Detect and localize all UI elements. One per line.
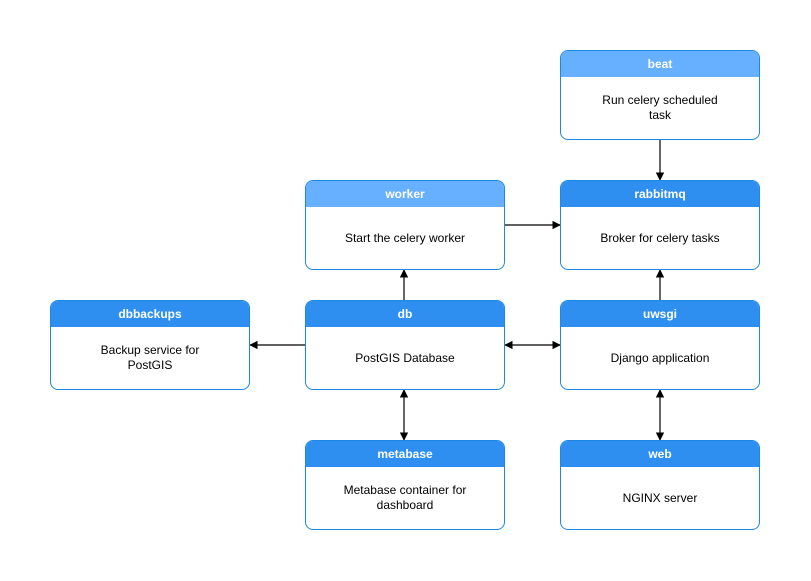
node-beat: beat Run celery scheduled task: [560, 50, 760, 140]
node-web-description: NGINX server: [622, 490, 698, 505]
node-dbbackups-title: dbbackups: [51, 301, 249, 327]
node-uwsgi-description: Django application: [610, 350, 710, 365]
node-metabase-description: Metabase container for dashboard: [343, 483, 467, 512]
node-worker-title: worker: [306, 181, 504, 207]
node-db-title: db: [306, 301, 504, 327]
node-worker-description: Start the celery worker: [344, 230, 466, 245]
node-rabbitmq-title: rabbitmq: [561, 181, 759, 207]
node-uwsgi: uwsgi Django application: [560, 300, 760, 390]
node-dbbackups: dbbackups Backup service for PostGIS: [50, 300, 250, 390]
node-metabase-title: metabase: [306, 441, 504, 467]
node-web-title: web: [561, 441, 759, 467]
node-rabbitmq: rabbitmq Broker for celery tasks: [560, 180, 760, 270]
node-web: web NGINX server: [560, 440, 760, 530]
node-beat-title: beat: [561, 51, 759, 77]
node-beat-description: Run celery scheduled task: [602, 93, 718, 122]
node-uwsgi-title: uwsgi: [561, 301, 759, 327]
node-db: db PostGIS Database: [305, 300, 505, 390]
node-worker: worker Start the celery worker: [305, 180, 505, 270]
node-dbbackups-description: Backup service for PostGIS: [100, 343, 200, 372]
node-rabbitmq-description: Broker for celery tasks: [600, 230, 720, 245]
node-db-description: PostGIS Database: [355, 350, 455, 365]
node-metabase: metabase Metabase container for dashboar…: [305, 440, 505, 530]
